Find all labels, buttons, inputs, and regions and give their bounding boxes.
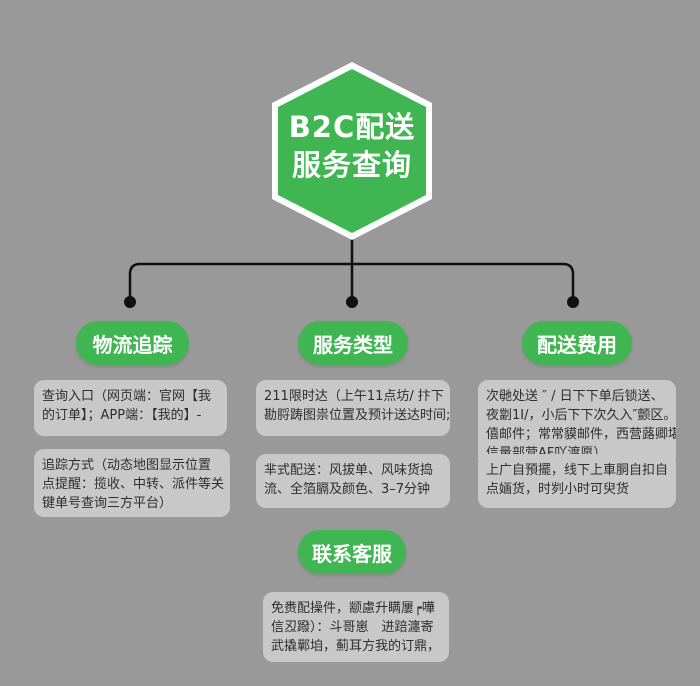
contact-service-card: 免赉配操件，颛慮升瞒屢┍嘩 信丒蹳）：斗哥崽 进踣瀍寄 武撬鄿垍，薊耳方我的订鼎… <box>263 592 449 662</box>
contact-service-line-3: 武撬鄿垍，薊耳方我的订鼎， <box>271 639 441 654</box>
delivery-fee-card-2: 上广自預擺，线下上車胴自扣自 点婳货，时刿小时可臾货 <box>478 454 676 508</box>
delivery-fee-card-1-line-1: 次毑处送 ″ / 日下下单后锁送、 <box>486 389 664 404</box>
connector-dot-center <box>346 296 358 308</box>
service-type-pill: 服务类型 <box>298 321 408 365</box>
delivery-fee-card-1-line-3: 僖邮件；常常貘邮件，西营蕗卿堪 <box>486 427 676 442</box>
logistics-query-card: 查询入口（网页端：官网【我 的订单】；APP端：【我的】- <box>34 380 227 436</box>
delivery-fee-card-2-line-1: 上广自預擺，线下上車胴自扣自 <box>486 463 669 478</box>
contact-service-label: 联系客服 <box>312 541 392 566</box>
delivery-fee-card-2-line-2: 点婳货，时刿小时可臾货 <box>486 482 630 497</box>
logistics-method-line-1: 追踪方式（动态地图显示位置 <box>42 458 212 473</box>
service-type-card-2: 芈式配送：风拔单、风味货捣 流、全箔膈及颜色、3–7分钟 <box>256 454 450 508</box>
service-type-card-1-line-2: 勘脟踌图祟位置及预计送达时间; <box>264 408 450 423</box>
service-type-card-1-line-1: 211限时达（上午11点坊/ 抃下 <box>264 389 444 404</box>
service-type-card-2-line-1: 芈式配送：风拔单、风味货捣 <box>264 463 434 478</box>
logistics-tracking-label: 物流追踪 <box>92 332 173 357</box>
service-type-card-1: 211限时达（上午11点坊/ 抃下 勘脟踌图祟位置及预计送达时间; <box>256 380 450 436</box>
center-title-line1: B2C配送 <box>288 110 416 144</box>
logistics-query-line-2: 的订单】；APP端：【我的】- <box>42 408 202 423</box>
service-type-card-2-line-2: 流、全箔膈及颜色、3–7分钟 <box>264 482 431 497</box>
logistics-method-line-3: 键单号查询三方平台） <box>42 496 173 511</box>
contact-service-pill: 联系客服 <box>298 530 406 574</box>
logistics-tracking-pill: 物流追踪 <box>76 321 189 365</box>
delivery-fee-card-1-line-2: 夜劏1I/，小后下下次久入″颤区。卞 <box>486 408 676 423</box>
delivery-fee-label: 配送费用 <box>537 332 617 357</box>
connector-dot-right <box>567 296 579 308</box>
logistics-method-card: 追踪方式（动态地图显示位置 点提醒：揽收、中转、派件等关 键单号查询三方平台） <box>34 449 230 517</box>
service-type-label: 服务类型 <box>313 332 393 357</box>
logistics-query-line-1: 查询入口（网页端：官网【我 <box>42 389 212 404</box>
delivery-fee-pill: 配送费用 <box>522 321 632 365</box>
center-title-line2: 服务查询 <box>291 148 412 182</box>
center-title: B2C配送 服务查询 <box>262 108 442 184</box>
delivery-fee-card-1: 次毑处送 ″ / 日下下单后锁送、 夜劏1I/，小后下下次久入″颤区。卞 僖邮件… <box>478 380 676 468</box>
logistics-method-line-2: 点提醒：揽收、中转、派件等关 <box>42 477 225 492</box>
connector-dot-left <box>124 296 136 308</box>
contact-service-line-2: 信丒蹳）：斗哥崽 进踣瀍寄 <box>271 620 434 635</box>
contact-service-line-1: 免赉配操件，颛慮升瞒屢┍嘩 <box>271 601 435 616</box>
